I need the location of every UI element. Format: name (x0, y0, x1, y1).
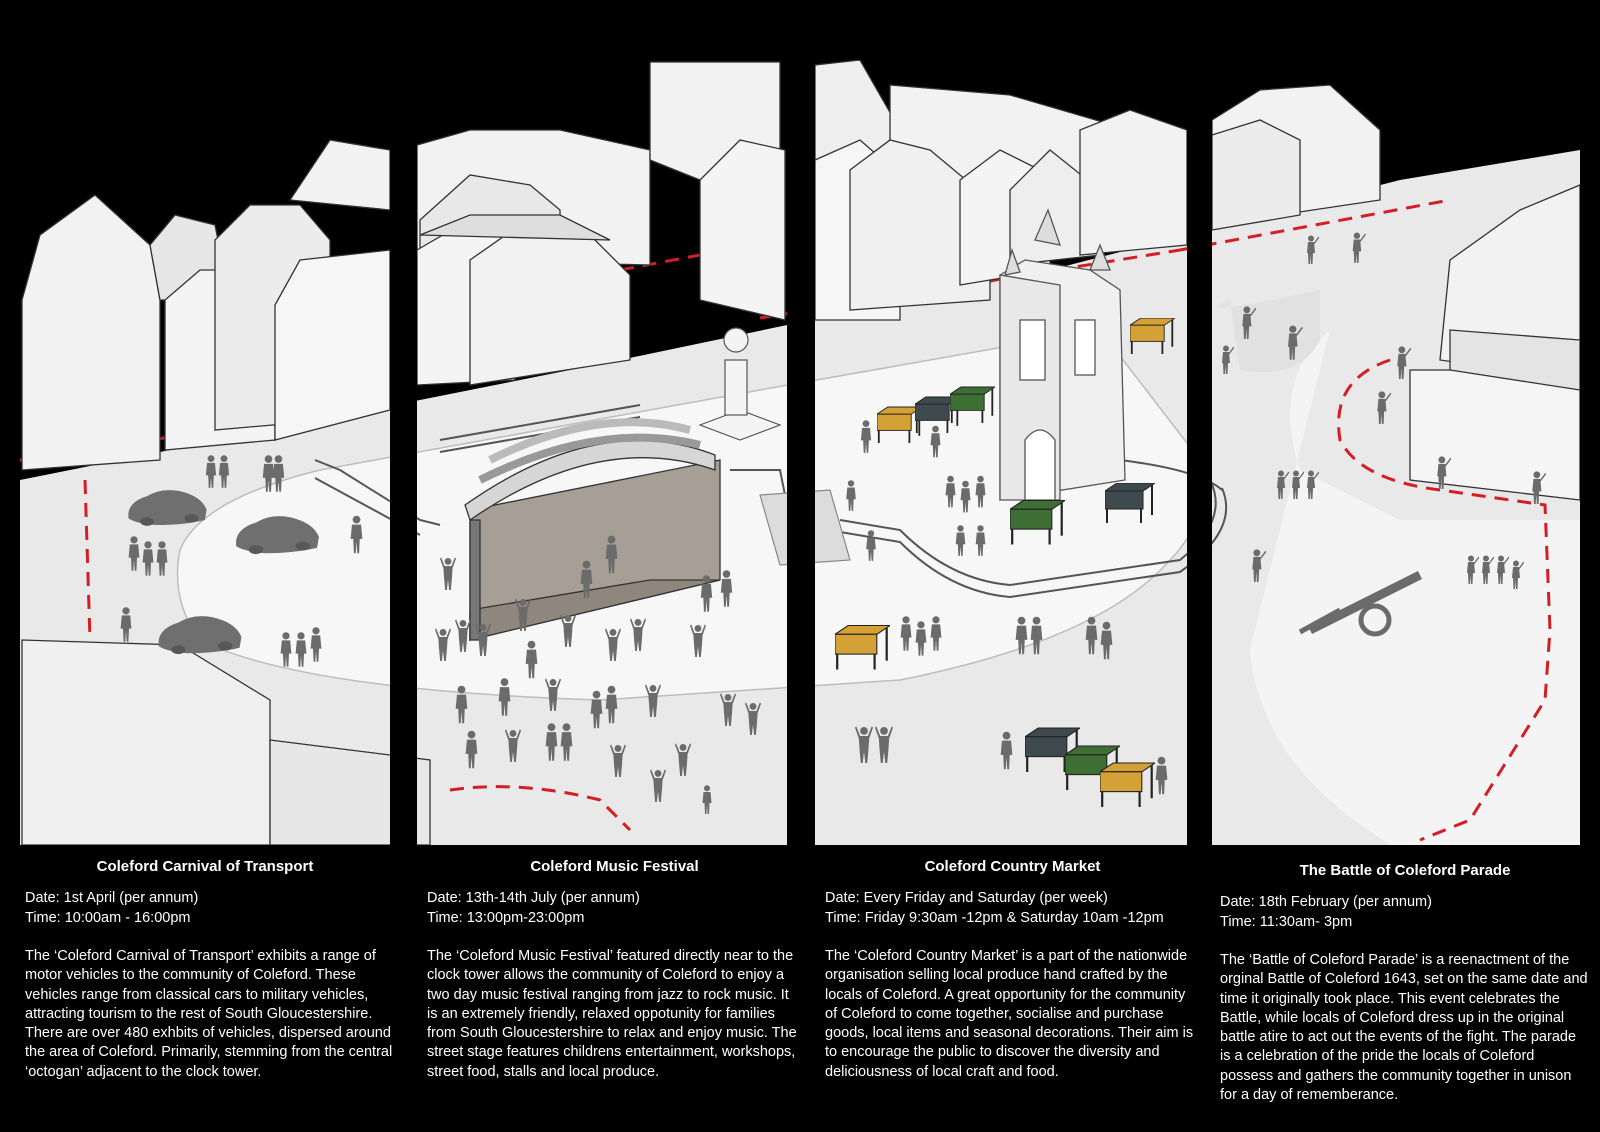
caption-carnival-of-transport: Coleford Carnival of Transport Date: 1st… (25, 858, 395, 1082)
caption-title: Coleford Country Market (924, 858, 1101, 875)
market-cross-monument (698, 327, 782, 441)
caption-date: Date: Every Friday and Saturday (per wee… (825, 890, 1108, 906)
caption-date: Date: 13th-14th July (per annum) (427, 890, 640, 906)
caption-time: Time: Friday 9:30am -12pm & Saturday 10a… (825, 909, 1164, 926)
cannon (1298, 570, 1423, 637)
buildings-right (1211, 84, 1580, 501)
caption-date: Date: 1st April (per annum) (25, 890, 199, 906)
caption-music-festival: Coleford Music Festival Date: 13th-14th … (427, 858, 802, 1082)
caption-time: Time: 13:00pm-23:00pm (427, 909, 585, 926)
caption-country-market: Coleford Country Market Date: Every Frid… (825, 858, 1200, 1082)
caption-date: Date: 18th February (per annum) (1220, 894, 1432, 910)
caption-description: The ‘Battle of Coleford Parade’ is a ree… (1220, 952, 1588, 1104)
music-stage (464, 418, 721, 641)
caption-description: The ‘Coleford Carnival of Transport’ exh… (25, 948, 393, 1080)
caption-title: The Battle of Coleford Parade (1299, 862, 1511, 879)
caption-title: Coleford Music Festival (530, 858, 699, 875)
buildings-centre-right (649, 60, 1188, 321)
caption-time: Time: 10:00am - 16:00pm (25, 909, 191, 926)
isometric-street-illustration (20, 60, 1580, 845)
caption-description: The ‘Coleford Music Festival’ featured d… (427, 948, 797, 1080)
caption-battle-parade: The Battle of Coleford Parade Date: 18th… (1220, 858, 1590, 1105)
caption-description: The ‘Coleford Country Market’ is a part … (825, 948, 1194, 1080)
caption-title: Coleford Carnival of Transport (96, 858, 314, 875)
buildings-centre-left (416, 129, 651, 386)
caption-time: Time: 11:30am- 3pm (1220, 913, 1353, 930)
clock-tower (999, 208, 1126, 501)
